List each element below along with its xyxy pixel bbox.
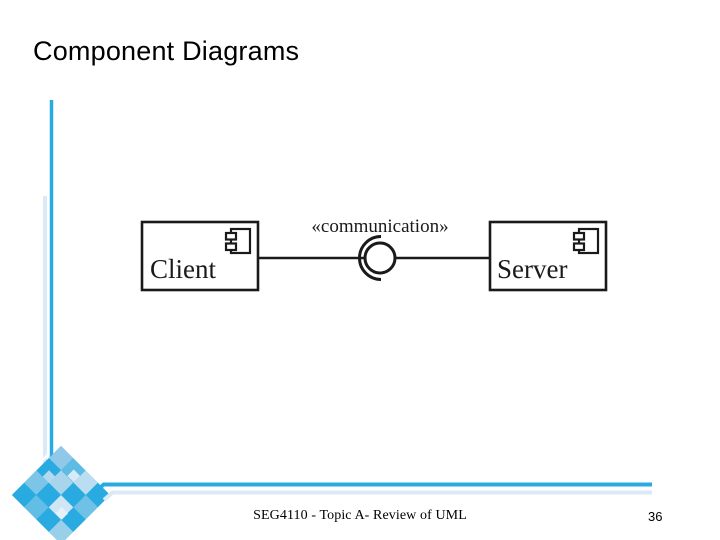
- page-number: 36: [648, 509, 663, 524]
- component-client-label: Client: [150, 254, 216, 284]
- component-icon: [224, 227, 252, 255]
- page-title: Component Diagrams: [33, 36, 300, 66]
- component-server[interactable]: Server: [488, 220, 608, 292]
- component-server-label: Server: [497, 254, 567, 284]
- component-client[interactable]: Client: [140, 220, 260, 292]
- required-interface-socket-icon: [358, 235, 382, 281]
- component-icon: [572, 227, 600, 255]
- provided-interface-ball-icon: [363, 241, 397, 275]
- footer-text: SEG4110 - Topic A- Review of UML: [253, 508, 467, 523]
- connector-stereotype-label: «communication»: [311, 216, 448, 237]
